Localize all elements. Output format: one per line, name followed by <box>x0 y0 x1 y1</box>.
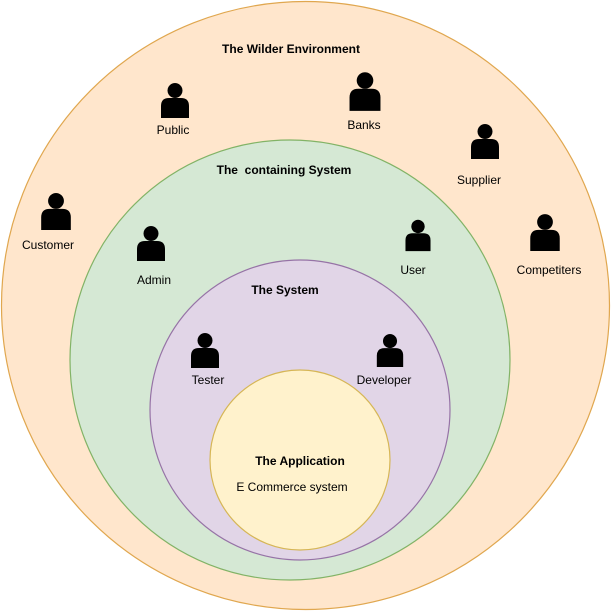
actor-supplier[interactable]: Supplier <box>457 124 501 187</box>
actor-public-label: Public <box>157 123 190 137</box>
containing-system-title: The containing System <box>217 163 352 177</box>
actor-tester-label: Tester <box>192 373 225 387</box>
wilder-environment-title: The Wilder Environment <box>222 42 360 56</box>
actor-user-label: User <box>400 263 425 277</box>
actor-admin[interactable]: Admin <box>137 226 171 287</box>
actor-user[interactable]: User <box>400 219 431 277</box>
actor-tester[interactable]: Tester <box>191 333 224 387</box>
actor-developer[interactable]: Developer <box>357 334 412 387</box>
actor-banks-label: Banks <box>347 118 380 132</box>
actor-public[interactable]: Public <box>157 83 190 137</box>
actor-developer-label: Developer <box>357 373 412 387</box>
application-title: The Application <box>255 454 345 468</box>
actor-competitors[interactable]: Competiters <box>517 214 582 277</box>
actor-customer-label: Customer <box>22 238 74 252</box>
actor-competitors-label: Competiters <box>517 263 582 277</box>
actor-supplier-label: Supplier <box>457 173 501 187</box>
application-circle <box>209 369 391 551</box>
actor-banks[interactable]: Banks <box>347 72 381 132</box>
system-title: The System <box>251 283 318 297</box>
application-subtitle: E Commerce system <box>236 480 347 494</box>
actor-admin-label: Admin <box>137 273 171 287</box>
actor-customer[interactable]: Customer <box>22 193 74 252</box>
